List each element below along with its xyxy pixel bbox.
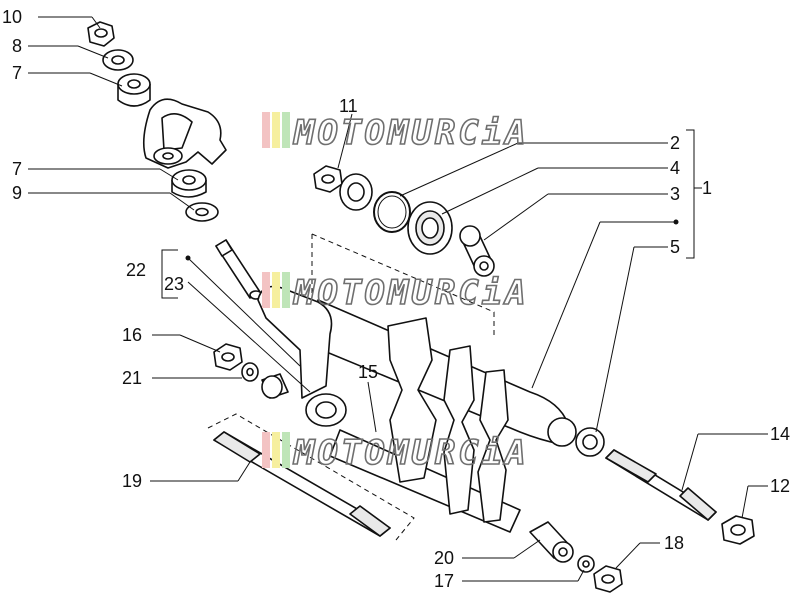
watermark-stripe <box>282 112 290 148</box>
part-bearing-11[interactable] <box>339 173 373 211</box>
part-washer-9[interactable] <box>185 202 219 222</box>
part-bush-7-upper[interactable] <box>117 73 151 107</box>
callout-3[interactable]: 3 <box>670 184 680 204</box>
part-bush-5[interactable] <box>575 427 605 457</box>
part-bearing-4[interactable] <box>407 201 453 255</box>
callout-12[interactable]: 12 <box>770 476 790 496</box>
part-nut-10[interactable] <box>87 21 115 47</box>
watermark-text: MOTOMURCiA <box>293 113 529 153</box>
callout-10[interactable]: 10 <box>2 7 22 27</box>
watermark-top: MOTOMURCiA <box>262 112 529 154</box>
watermark-stripe <box>262 112 270 148</box>
callout-1[interactable]: 1 <box>702 178 712 198</box>
callout-9[interactable]: 9 <box>12 183 22 203</box>
watermark-text: MOTOMURCiA <box>293 273 529 313</box>
callout-18[interactable]: 18 <box>664 533 684 553</box>
callout-2[interactable]: 2 <box>670 133 680 153</box>
callout-8[interactable]: 8 <box>12 36 22 56</box>
callout-23[interactable]: 23 <box>164 274 184 294</box>
marker-dot-22 <box>185 255 191 261</box>
part-mounting-bracket[interactable] <box>142 98 227 169</box>
watermark-bottom: MOTOMURCiA <box>262 432 529 474</box>
callout-11[interactable]: 11 <box>339 96 358 116</box>
callout-7-lower[interactable]: 7 <box>12 159 22 179</box>
marker-dot-1 <box>673 219 679 225</box>
part-nut-18[interactable] <box>593 565 623 593</box>
part-washer-17[interactable] <box>577 555 595 573</box>
callout-7-upper[interactable]: 7 <box>12 63 22 83</box>
callout-5[interactable]: 5 <box>670 237 680 257</box>
watermark-middle: MOTOMURCiA <box>262 272 529 314</box>
part-circlip-2[interactable] <box>373 191 411 233</box>
part-bolt-19[interactable] <box>207 413 415 541</box>
watermark-stripe <box>262 272 270 308</box>
callout-19[interactable]: 19 <box>122 471 142 491</box>
part-bush-7-lower[interactable] <box>171 169 207 198</box>
part-nut-11-small[interactable] <box>313 165 343 193</box>
part-stud[interactable] <box>215 239 263 300</box>
callout-21[interactable]: 21 <box>122 368 142 388</box>
leader-lines <box>28 16 768 582</box>
part-swing-arm-15[interactable] <box>311 299 577 533</box>
callout-14[interactable]: 14 <box>770 424 790 444</box>
watermark-stripe <box>262 432 270 468</box>
watermark-stripe <box>282 432 290 468</box>
part-bush-21-spacer[interactable] <box>261 373 289 399</box>
watermark-text: MOTOMURCiA <box>293 433 529 473</box>
watermark-stripe <box>272 272 280 308</box>
watermark-stripe <box>272 112 280 148</box>
callout-15[interactable]: 15 <box>358 362 378 382</box>
watermark-stripe <box>282 272 290 308</box>
part-nut-12[interactable] <box>721 515 755 545</box>
callout-16[interactable]: 16 <box>122 325 142 345</box>
part-bolt-14[interactable] <box>605 449 717 521</box>
part-washer-21[interactable] <box>241 362 259 382</box>
part-nut-16[interactable] <box>213 343 243 371</box>
housing-outline-dashed <box>311 233 495 338</box>
callout-17[interactable]: 17 <box>434 571 454 591</box>
part-bush-20[interactable] <box>529 521 574 563</box>
callout-20[interactable]: 20 <box>434 548 454 568</box>
callout-labels: 10 8 7 7 9 11 2 4 3 1 5 22 23 16 21 15 1… <box>2 7 790 591</box>
callout-4[interactable]: 4 <box>670 158 680 178</box>
callout-22[interactable]: 22 <box>126 260 146 280</box>
part-washer-8[interactable] <box>102 49 134 71</box>
watermark-stripe <box>272 432 280 468</box>
part-spacer-3[interactable] <box>459 225 495 277</box>
